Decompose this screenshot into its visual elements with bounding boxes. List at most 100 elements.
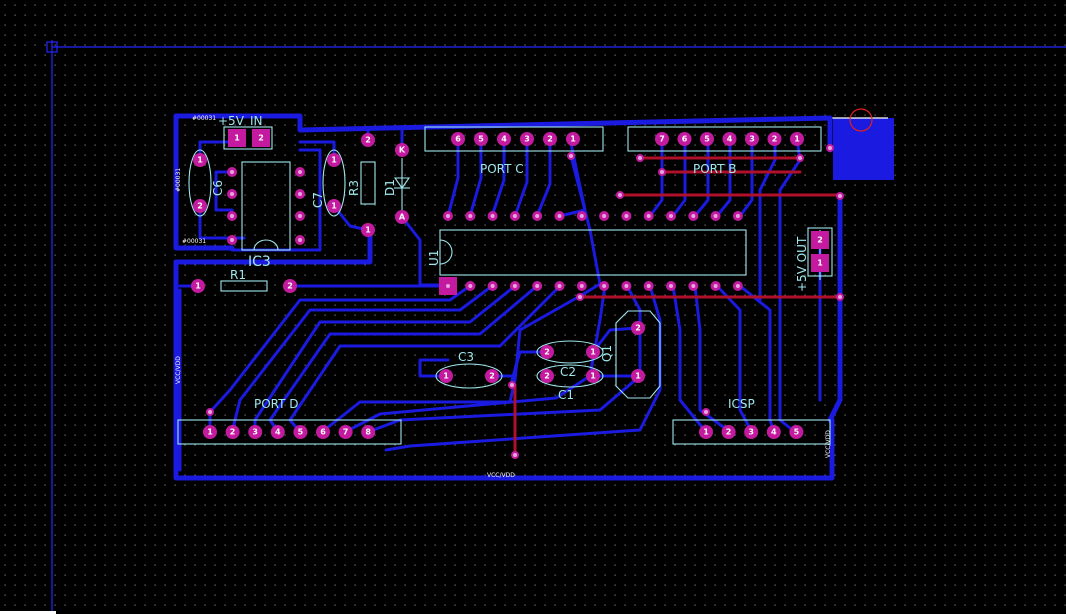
ic3-right-pin[interactable]: [295, 167, 305, 177]
u1-top-pin[interactable]: [509, 211, 520, 221]
power-in-pin-1[interactable]: 1: [228, 129, 246, 147]
c2-pin-2[interactable]: 2: [540, 345, 554, 359]
jumper-wires[interactable]: [513, 156, 842, 457]
ic3-left-pin[interactable]: [227, 189, 237, 199]
u1-top-pin[interactable]: [666, 211, 676, 221]
u1-bottom-pin[interactable]: [509, 281, 520, 291]
u1-top-pin[interactable]: [643, 211, 654, 221]
r1-pin-1[interactable]: 1: [191, 279, 205, 293]
icsp-pin[interactable]: 2: [721, 425, 736, 439]
port-b-pin[interactable]: 6: [677, 132, 692, 146]
port-b-pin[interactable]: 1: [790, 132, 804, 146]
port-d-pin[interactable]: 7: [338, 425, 353, 439]
via[interactable]: [836, 192, 844, 200]
q1-pin-2[interactable]: 2: [631, 321, 645, 335]
u1-top-pin[interactable]: [688, 211, 699, 221]
r1-pin-2[interactable]: 2: [283, 279, 297, 293]
u1-top-pin[interactable]: [710, 211, 721, 221]
d1-cathode[interactable]: K: [395, 143, 409, 157]
u1-bottom-pin[interactable]: [710, 281, 721, 291]
copper-pour[interactable]: [830, 108, 894, 180]
u1-bottom-pin[interactable]: [621, 281, 632, 291]
icsp-pin[interactable]: 5: [789, 425, 804, 439]
u1-top-pin[interactable]: [532, 211, 543, 221]
icsp-pin[interactable]: 4: [766, 425, 781, 439]
port-d-pin[interactable]: 5: [293, 425, 308, 439]
u1-bottom-pin[interactable]: [732, 281, 743, 291]
port-d-pin[interactable]: 6: [316, 425, 330, 439]
u1-bottom-pin[interactable]: [465, 281, 476, 291]
u1-bottom-pin[interactable]: [599, 281, 610, 291]
u1-bottom-pin[interactable]: [487, 281, 498, 291]
via[interactable]: [658, 168, 666, 176]
r3-pin-1[interactable]: 1: [361, 223, 375, 237]
u1-top-pin[interactable]: [621, 211, 632, 221]
u1-bottom-pin[interactable]: [576, 281, 587, 291]
u1-bottom-pin[interactable]: [554, 281, 565, 291]
via[interactable]: [826, 144, 834, 152]
port-b-pin[interactable]: 5: [700, 132, 714, 146]
u1-top-pin[interactable]: [599, 211, 610, 221]
u1-bottom-pin[interactable]: [532, 281, 543, 291]
port-c-pin[interactable]: 3: [520, 132, 534, 146]
port-d-pin[interactable]: 2: [225, 425, 240, 439]
ic3-left-pin[interactable]: [227, 235, 237, 245]
port-c-pin[interactable]: 2: [543, 132, 557, 146]
c6-pin-2[interactable]: 2: [193, 199, 207, 213]
port-c-pin[interactable]: 1: [566, 132, 580, 146]
u1-bottom-pin[interactable]: [666, 281, 676, 291]
power-out-pin-1[interactable]: 1: [811, 254, 829, 272]
u1-bottom-pin[interactable]: [439, 277, 457, 295]
ic3-left-pin[interactable]: [227, 211, 237, 221]
port-b-pin[interactable]: 3: [745, 132, 759, 146]
via[interactable]: [836, 293, 844, 301]
ic3-right-pin[interactable]: [295, 211, 305, 221]
port-b-pin[interactable]: 4: [722, 132, 737, 146]
ic3-right-pin[interactable]: [295, 235, 305, 245]
r3-pin-2[interactable]: 2: [361, 133, 375, 147]
u1-top-pin[interactable]: [487, 211, 498, 221]
via[interactable]: [508, 381, 516, 389]
via[interactable]: [511, 451, 519, 459]
c7-pin-1[interactable]: 1: [327, 153, 341, 167]
c3-pin-2[interactable]: 2: [485, 369, 499, 383]
via[interactable]: [206, 408, 214, 416]
port-c-pin[interactable]: 4: [497, 132, 511, 146]
via[interactable]: [796, 154, 804, 162]
power-out-pin-2[interactable]: 2: [811, 231, 829, 249]
u1-top-pin[interactable]: [554, 211, 565, 221]
d1-anode[interactable]: A: [395, 210, 409, 224]
power-in-pin-2[interactable]: 2: [252, 129, 270, 147]
c6-pin-1[interactable]: 1: [193, 153, 207, 167]
port-b-pin[interactable]: 7: [655, 132, 669, 146]
via[interactable]: [567, 152, 575, 160]
via[interactable]: [702, 408, 710, 416]
via[interactable]: [616, 191, 624, 199]
c1-pin-2[interactable]: 2: [540, 369, 554, 383]
c2-pin-1[interactable]: 1: [586, 345, 600, 359]
port-d-pin[interactable]: 4: [270, 425, 285, 439]
port-c-pin[interactable]: 5: [474, 132, 488, 146]
port-b-pin[interactable]: 2: [767, 132, 782, 146]
c3-pin-1[interactable]: 1: [439, 369, 453, 383]
port-d-pin[interactable]: 8: [361, 425, 376, 439]
u1-top-pin[interactable]: [465, 211, 476, 221]
q1-pin-1[interactable]: 1: [631, 369, 645, 383]
c1-pin-1[interactable]: 1: [586, 369, 600, 383]
icsp-pin[interactable]: 1: [699, 425, 713, 439]
port-c-pin[interactable]: 6: [451, 132, 465, 146]
c7-pin-2[interactable]: 1: [327, 199, 341, 213]
u1-bottom-pin[interactable]: [688, 281, 699, 291]
icsp-pin[interactable]: 3: [744, 425, 759, 439]
drill-marker-icon[interactable]: [849, 108, 873, 132]
u1-top-pin[interactable]: [732, 211, 743, 221]
ic3-right-pin[interactable]: [295, 189, 305, 199]
via[interactable]: [576, 293, 584, 301]
port-d-pin[interactable]: 1: [203, 425, 217, 439]
via[interactable]: [636, 154, 644, 162]
u1-top-pin[interactable]: [576, 211, 587, 221]
u1-top-pin[interactable]: [443, 211, 453, 221]
ic3-left-pin[interactable]: [227, 167, 237, 177]
